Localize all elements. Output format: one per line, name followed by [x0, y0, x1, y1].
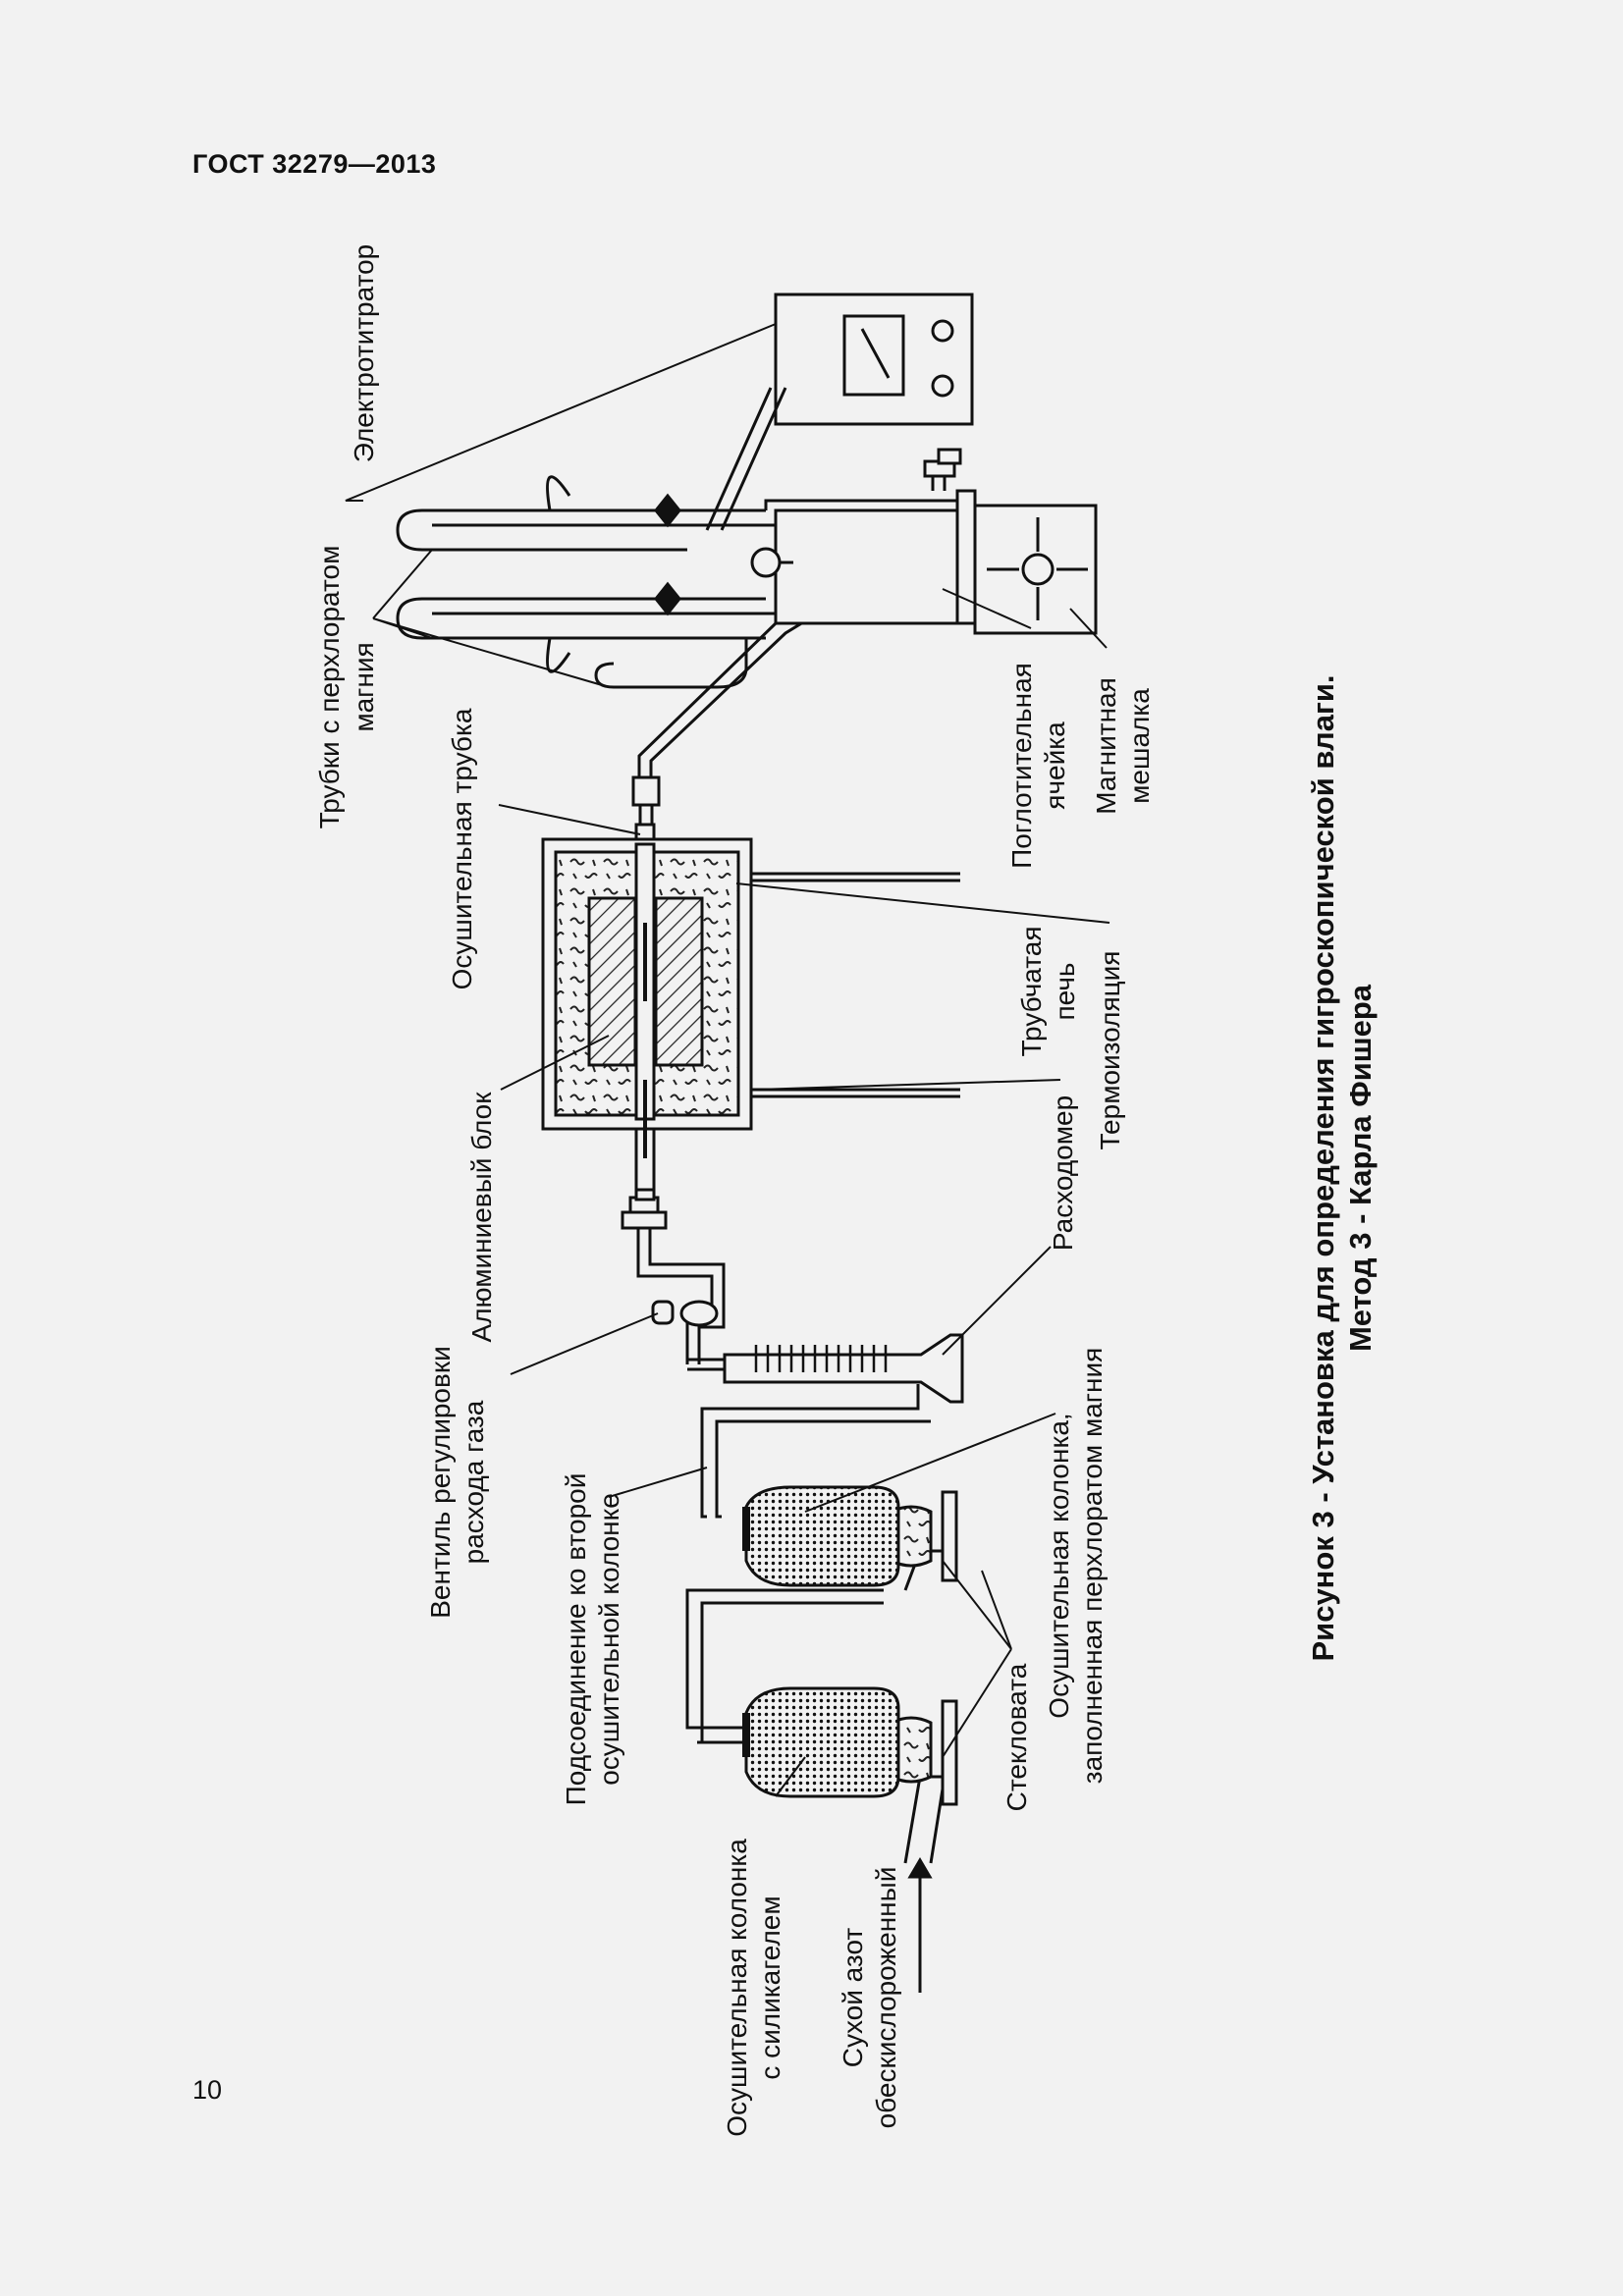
label-silica-column-1: Осушительная колонка: [722, 1839, 752, 2137]
label-insulation: Термоизоляция: [1095, 951, 1125, 1150]
caption-line-1: Рисунок 3 - Установка для определения ги…: [1306, 674, 1340, 1661]
label-absorption-cell-1: Поглотительная: [1006, 663, 1037, 869]
label-perchlorate-column-1: Осушительная колонка,: [1044, 1413, 1074, 1718]
nitrogen-inlet-arrow: [907, 1857, 933, 1993]
label-drying-tube: Осушительная трубка: [447, 708, 477, 989]
label-electrotitrator: Электротитратор: [349, 244, 379, 463]
silica-gel-column: [697, 1686, 958, 1864]
perchlorate-tubes: [396, 475, 776, 689]
label-perchlorate-tubes-1: Трубки с перхлоратом: [314, 546, 345, 829]
label-connection-2: осушительной колонке: [594, 1493, 624, 1786]
apparatus-drawing: [396, 293, 1098, 1993]
label-tube-furnace-2: печь: [1050, 963, 1080, 1021]
inter-column-tube: [685, 1588, 884, 1744]
label-silica-column-2: с силикагелем: [755, 1896, 785, 2079]
label-valve-1: Вентиль регулировки: [425, 1346, 456, 1619]
tube-furnace: [541, 837, 960, 1158]
label-nitrogen-2: обескислороженный: [871, 1867, 901, 2129]
absorption-cell: [750, 448, 977, 625]
electrotitrator: [705, 293, 974, 531]
label-flowmeter: Расходомер: [1048, 1095, 1078, 1251]
label-perchlorate-column-2: заполненная перхлоратом магния: [1077, 1348, 1108, 1785]
label-nitrogen-1: Сухой азот: [838, 1928, 868, 2068]
label-glass-wool: Стекловата: [1001, 1663, 1032, 1811]
flowmeter: [687, 1333, 964, 1404]
figure-labels: Сухой азот обескислороженный Осушительна…: [314, 244, 1155, 2137]
label-absorption-cell-2: ячейка: [1040, 721, 1070, 810]
caption-line-2: Метод 3 - Карла Фишера: [1343, 984, 1378, 1352]
label-connection-1: Подсоединение ко второй: [561, 1473, 591, 1806]
label-aluminum-block: Алюминиевый блок: [466, 1092, 497, 1343]
document-header: ГОСТ 32279—2013: [192, 149, 437, 179]
magnetic-stirrer: [973, 504, 1098, 635]
page-number: 10: [192, 2075, 223, 2105]
figure-caption: Рисунок 3 - Установка для определения ги…: [1306, 674, 1378, 1661]
label-valve-2: расхода газа: [459, 1400, 489, 1564]
gas-valve: [636, 1227, 726, 1364]
leader-lines: [345, 323, 1110, 1797]
label-tube-furnace-1: Трубчатая: [1016, 927, 1047, 1057]
label-magnetic-stirrer-2: мешалка: [1124, 688, 1155, 804]
perchlorate-column: [700, 1384, 958, 1591]
label-perchlorate-tubes-2: магния: [349, 642, 379, 731]
label-magnetic-stirrer-1: Магнитная: [1091, 677, 1121, 815]
